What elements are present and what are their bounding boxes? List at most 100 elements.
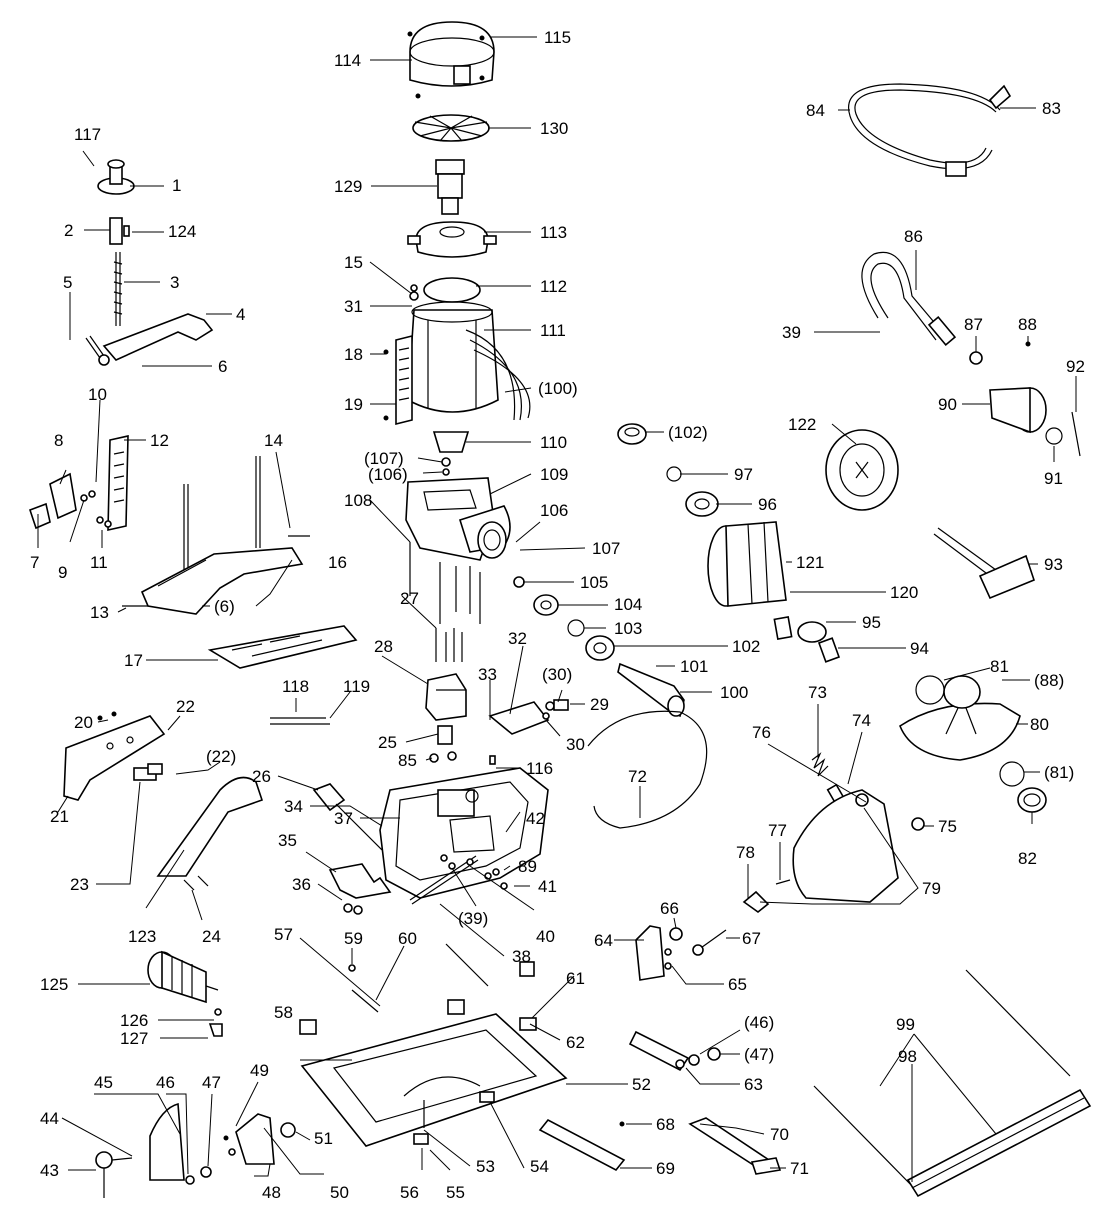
callout-114: 114 bbox=[334, 51, 361, 70]
callout-labels: 117 1 2 124 3 5 4 6 10 8 12 14 7 11 9 16… bbox=[30, 28, 1085, 1202]
ring-103 bbox=[567, 619, 585, 637]
callout-106: 106 bbox=[540, 501, 568, 520]
callout-30: 30 bbox=[566, 735, 585, 754]
switch-23 bbox=[133, 763, 163, 781]
callout-19: 19 bbox=[344, 395, 363, 414]
fan-130 bbox=[412, 114, 490, 142]
callout-55: 55 bbox=[446, 1183, 465, 1202]
knob-43 bbox=[95, 1151, 133, 1198]
callout-31: 31 bbox=[344, 297, 363, 316]
callout-8: 8 bbox=[54, 431, 63, 450]
callout-36: 36 bbox=[292, 875, 311, 894]
callout-66: 66 bbox=[660, 899, 679, 918]
callout-74: 74 bbox=[852, 711, 871, 730]
pinion-110 bbox=[432, 431, 470, 476]
callout-94: 94 bbox=[910, 639, 929, 658]
callout-117: 117 bbox=[74, 125, 101, 144]
callout-29: 29 bbox=[590, 695, 609, 714]
callout-121: 121 bbox=[796, 553, 824, 572]
bracket-50 bbox=[235, 1113, 275, 1165]
bracket-8 bbox=[28, 472, 96, 530]
motor-housing-111 bbox=[407, 277, 531, 421]
callout-12: 12 bbox=[150, 431, 169, 450]
callout-89: 89 bbox=[518, 857, 537, 876]
gear-housing-109 bbox=[405, 477, 511, 561]
callout-14: 14 bbox=[264, 431, 283, 450]
callout-120: 120 bbox=[890, 583, 918, 602]
callout-47b: (47) bbox=[744, 1045, 774, 1064]
screw-77 bbox=[775, 879, 791, 885]
callout-76: 76 bbox=[752, 723, 771, 742]
screw-92 bbox=[1071, 411, 1081, 457]
callout-53: 53 bbox=[476, 1157, 495, 1176]
callout-38: 38 bbox=[512, 947, 531, 966]
callout-37: 37 bbox=[334, 809, 353, 828]
clip-127 bbox=[208, 1023, 223, 1037]
knob-78 bbox=[742, 890, 770, 914]
callout-69: 69 bbox=[656, 1159, 675, 1178]
washer-66 bbox=[669, 927, 683, 941]
callout-86: 86 bbox=[904, 227, 923, 246]
threaded-rod-3 bbox=[113, 252, 123, 326]
plate-45 bbox=[149, 1102, 185, 1181]
bracket-64 bbox=[635, 925, 665, 981]
callout-60: 60 bbox=[398, 929, 417, 948]
parallel-guide-16 bbox=[140, 456, 304, 615]
callout-105: 105 bbox=[580, 573, 608, 592]
ring-81b bbox=[999, 761, 1025, 787]
plate-17 bbox=[207, 625, 358, 669]
screw-126 bbox=[214, 1008, 222, 1016]
callout-123: 123 bbox=[128, 927, 156, 946]
callout-111: 111 bbox=[540, 321, 566, 340]
guard-79 bbox=[792, 789, 899, 903]
callout-54: 54 bbox=[530, 1157, 549, 1176]
bracket-35 bbox=[328, 863, 392, 915]
handle-21 bbox=[63, 711, 166, 801]
callout-96: 96 bbox=[758, 495, 777, 514]
clip-25 bbox=[437, 725, 453, 745]
callout-50: 50 bbox=[330, 1183, 349, 1202]
washer-46b bbox=[688, 1054, 700, 1066]
bracket-63 bbox=[628, 1030, 690, 1072]
adapter-90 bbox=[989, 387, 1047, 434]
bearing-96 bbox=[685, 491, 719, 517]
callout-9: 9 bbox=[58, 563, 67, 582]
callout-90: 90 bbox=[938, 395, 957, 414]
callout-97: 97 bbox=[734, 465, 753, 484]
fasteners-57-62 bbox=[299, 943, 537, 1035]
screw-88 bbox=[1025, 341, 1031, 347]
leader-lines bbox=[37, 36, 1077, 1182]
callout-79: 79 bbox=[922, 879, 941, 898]
callout-93: 93 bbox=[1044, 555, 1063, 574]
callout-56: 56 bbox=[400, 1183, 419, 1202]
callout-122: 122 bbox=[788, 415, 816, 434]
pin-49 bbox=[223, 1135, 229, 1141]
screws-65 bbox=[664, 948, 672, 970]
nut-47 bbox=[200, 1166, 212, 1178]
arm-4 bbox=[102, 313, 214, 361]
pin-124 bbox=[123, 225, 130, 237]
lever-26 bbox=[312, 783, 383, 851]
callout-130: 130 bbox=[540, 119, 568, 138]
ring-97 bbox=[666, 466, 682, 482]
callout-20: 20 bbox=[74, 713, 93, 732]
screws-27 bbox=[435, 628, 463, 662]
callout-48: 48 bbox=[262, 1183, 281, 1202]
screw-48 bbox=[228, 1148, 236, 1156]
base-plate-52 bbox=[300, 1013, 568, 1147]
callout-84: 84 bbox=[806, 101, 825, 120]
callout-88b: (88) bbox=[1034, 671, 1064, 690]
callout-3: 3 bbox=[170, 273, 179, 292]
callout-62: 62 bbox=[566, 1033, 585, 1052]
callout-126: 126 bbox=[120, 1011, 148, 1030]
callout-81: 81 bbox=[990, 657, 1009, 676]
clamps-53-56 bbox=[413, 1091, 495, 1145]
rail-98 bbox=[813, 969, 1092, 1198]
ring-105 bbox=[513, 576, 525, 588]
callout-85: 85 bbox=[398, 751, 417, 770]
washer-46 bbox=[185, 1175, 195, 1185]
nuts-85 bbox=[429, 751, 457, 763]
grip-125 bbox=[147, 950, 219, 1004]
part-drawings bbox=[28, 21, 1092, 1198]
